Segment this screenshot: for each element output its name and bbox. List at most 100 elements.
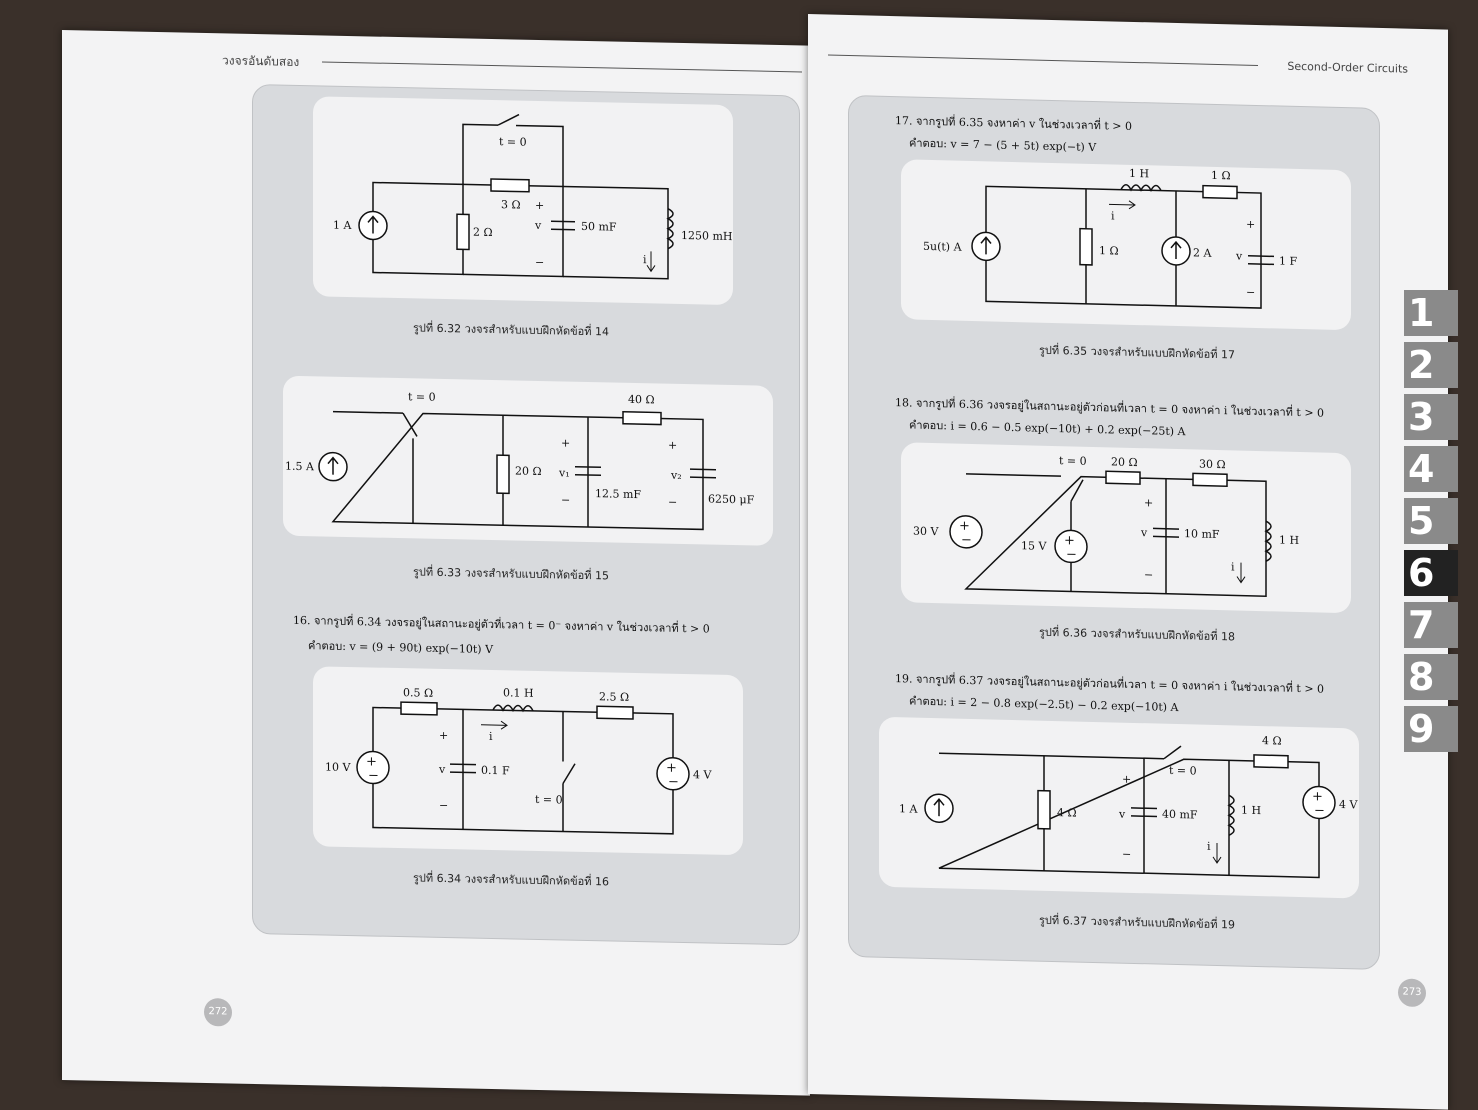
minus-sign-2: − xyxy=(668,496,677,509)
circuit-6-32: t = 0 3 Ω + 1 A 2 Ω v 50 mF 1250 mH i − xyxy=(333,113,733,280)
plus-sign-1: + xyxy=(561,436,570,449)
resistor-shunt-label: 4 Ω xyxy=(1057,806,1077,819)
svg-text:+: + xyxy=(666,761,677,776)
plus-sign: + xyxy=(439,729,448,742)
question-17: 17. จากรูปที่ 6.35 จงหาค่า v ในช่วงเวลาท… xyxy=(895,114,1133,133)
answer-18: คำตอบ: i = 0.6 − 0.5 exp(−10t) + 0.2 exp… xyxy=(909,418,1186,439)
resistor-top-label: 4 Ω xyxy=(1262,734,1282,747)
left-header: วงจรอันดับสอง xyxy=(222,53,300,69)
source-30v-label: 30 V xyxy=(913,525,939,539)
resistor-series-label: 3 Ω xyxy=(501,198,521,211)
svg-text:+: + xyxy=(1312,789,1323,804)
c1-label: 12.5 mF xyxy=(595,487,641,501)
v2-label: v₂ xyxy=(670,469,682,482)
minus-sign: − xyxy=(1246,286,1255,299)
current-label: i xyxy=(643,253,647,266)
source-label: 1.5 A xyxy=(285,460,315,474)
figure-6-37: +− 4 Ω t = 0 1 A 4 Ω v 40 mF 1 H 4 V i +… xyxy=(879,716,1359,899)
source-label: 1 A xyxy=(899,802,918,815)
resistor-1-label: 0.5 Ω xyxy=(403,686,433,700)
plus-sign: + xyxy=(1144,496,1153,509)
inductor-label: 1 H xyxy=(1129,167,1149,180)
answer-19: คำตอบ: i = 2 − 0.8 exp(−2.5t) − 0.2 exp(… xyxy=(909,694,1179,715)
voltage-label: v xyxy=(1235,249,1243,262)
right-chapter-tab-1[interactable]: 1 xyxy=(1404,290,1458,336)
source-4v-label: 4 V xyxy=(1339,798,1358,811)
right-header-rule xyxy=(828,54,1258,66)
inductor-label: 1250 mH xyxy=(681,229,733,243)
right-header: Second-Order Circuits xyxy=(1287,59,1408,76)
voltage-label: v xyxy=(1118,808,1126,821)
source-label: 5u(t) A xyxy=(923,240,963,254)
resistor-top-label: 1 Ω xyxy=(1211,169,1231,182)
current-label: i xyxy=(489,730,493,743)
switch-label: t = 0 xyxy=(1059,454,1087,468)
caption-6-37: รูปที่ 6.37 วงจรสำหรับแบบฝึกหัดข้อที่ 19 xyxy=(1039,913,1235,932)
capacitor-label: 0.1 F xyxy=(481,764,510,778)
source-label: 1 A xyxy=(333,219,352,232)
resistor-shunt-label: 2 Ω xyxy=(473,226,493,239)
source-2a-label: 2 A xyxy=(1193,246,1212,259)
circuit-6-37: +− 4 Ω t = 0 1 A 4 Ω v 40 mF 1 H 4 V i +… xyxy=(899,734,1358,879)
svg-text:−: − xyxy=(961,533,972,548)
figure-6-35: 1 H 1 Ω 5u(t) A 1 Ω 2 A v 1 F i + − xyxy=(901,159,1351,331)
source-10v-label: 10 V xyxy=(325,761,351,775)
circuit-6-35: 1 H 1 Ω 5u(t) A 1 Ω 2 A v 1 F i + − xyxy=(923,167,1297,309)
right-chapter-tab-7[interactable]: 7 xyxy=(1404,602,1458,648)
resistor-shunt-label: 1 Ω xyxy=(1099,244,1119,257)
circuit-6-33: t = 0 40 Ω 1.5 A 20 Ω v₁ v₂ 12.5 mF 6250… xyxy=(285,390,755,531)
minus-sign: − xyxy=(1122,848,1131,861)
source-15v-label: 15 V xyxy=(1021,539,1047,553)
right-chapter-tab-8[interactable]: 8 xyxy=(1404,654,1458,700)
plus-sign: + xyxy=(535,199,544,212)
caption-6-34: รูปที่ 6.34 วงจรสำหรับแบบฝึกหัดข้อที่ 16 xyxy=(413,871,609,889)
capacitor-label: 40 mF xyxy=(1162,808,1198,822)
right-page: Second-Order Circuits 17. จากรูปที่ 6.35… xyxy=(808,14,1448,1110)
voltage-label: v xyxy=(438,763,446,776)
right-chapter-tab-5[interactable]: 5 xyxy=(1404,498,1458,544)
page-number-left: 272 xyxy=(204,997,232,1027)
right-chapter-tab-9[interactable]: 9 xyxy=(1404,706,1458,752)
svg-text:−: − xyxy=(1066,547,1077,562)
capacitor-label: 10 mF xyxy=(1184,527,1220,541)
switch-label: t = 0 xyxy=(1169,764,1197,778)
resistor-2-label: 30 Ω xyxy=(1199,458,1226,472)
switch-label: t = 0 xyxy=(408,390,436,404)
capacitor-label: 1 F xyxy=(1279,255,1297,268)
circuit-6-36: +− +− t = 0 20 Ω 30 Ω 30 V 15 V v 10 mF … xyxy=(913,454,1299,597)
minus-sign-1: − xyxy=(561,493,570,506)
source-4v-label: 4 V xyxy=(693,768,712,781)
caption-6-33: รูปที่ 6.33 วงจรสำหรับแบบฝึกหัดข้อที่ 15 xyxy=(413,565,609,583)
right-chapter-tab-3[interactable]: 3 xyxy=(1404,394,1458,440)
answer-17: คำตอบ: v = 7 − (5 + 5t) exp(−t) V xyxy=(909,136,1097,155)
right-chapter-tab-4[interactable]: 4 xyxy=(1404,446,1458,492)
inductor-label: 1 H xyxy=(1279,534,1299,547)
capacitor-label: 50 mF xyxy=(581,220,617,234)
figure-6-34: +− +− 0.5 Ω 0.1 H 2.5 Ω 10 V 4 V 0.1 F v… xyxy=(313,666,743,856)
svg-text:+: + xyxy=(959,519,970,534)
v1-label: v₁ xyxy=(558,466,570,479)
right-chapter-tab-2[interactable]: 2 xyxy=(1404,342,1458,388)
voltage-label: v xyxy=(534,219,542,232)
current-label: i xyxy=(1231,560,1235,573)
svg-text:−: − xyxy=(368,768,379,783)
current-label: i xyxy=(1111,209,1115,222)
page-number-right: 273 xyxy=(1398,978,1426,1008)
answer-16: คำตอบ: v = (9 + 90t) exp(−10t) V xyxy=(308,639,494,657)
figure-6-32: t = 0 3 Ω + 1 A 2 Ω v 50 mF 1250 mH i − xyxy=(313,96,733,306)
resistor-1-label: 20 Ω xyxy=(1111,455,1138,469)
caption-6-32: รูปที่ 6.32 วงจรสำหรับแบบฝึกหัดข้อที่ 14 xyxy=(413,321,609,339)
switch-label: t = 0 xyxy=(535,793,563,807)
resistor-2-label: 2.5 Ω xyxy=(599,690,629,704)
svg-text:+: + xyxy=(366,754,377,769)
svg-text:+: + xyxy=(1064,533,1075,548)
plus-sign: + xyxy=(1122,773,1131,786)
minus-sign: − xyxy=(439,799,448,812)
figure-6-33: t = 0 40 Ω 1.5 A 20 Ω v₁ v₂ 12.5 mF 6250… xyxy=(283,375,773,546)
current-label: i xyxy=(1207,840,1211,853)
left-page: วงจรอันดับสอง t xyxy=(62,30,810,1096)
switch-label: t = 0 xyxy=(499,135,527,149)
right-exercise-panel: 17. จากรูปที่ 6.35 จงหาค่า v ในช่วงเวลาท… xyxy=(848,94,1380,970)
circuit-6-34: +− +− 0.5 Ω 0.1 H 2.5 Ω 10 V 4 V 0.1 F v… xyxy=(325,686,712,835)
right-chapter-tab-6[interactable]: 6 xyxy=(1404,550,1458,596)
